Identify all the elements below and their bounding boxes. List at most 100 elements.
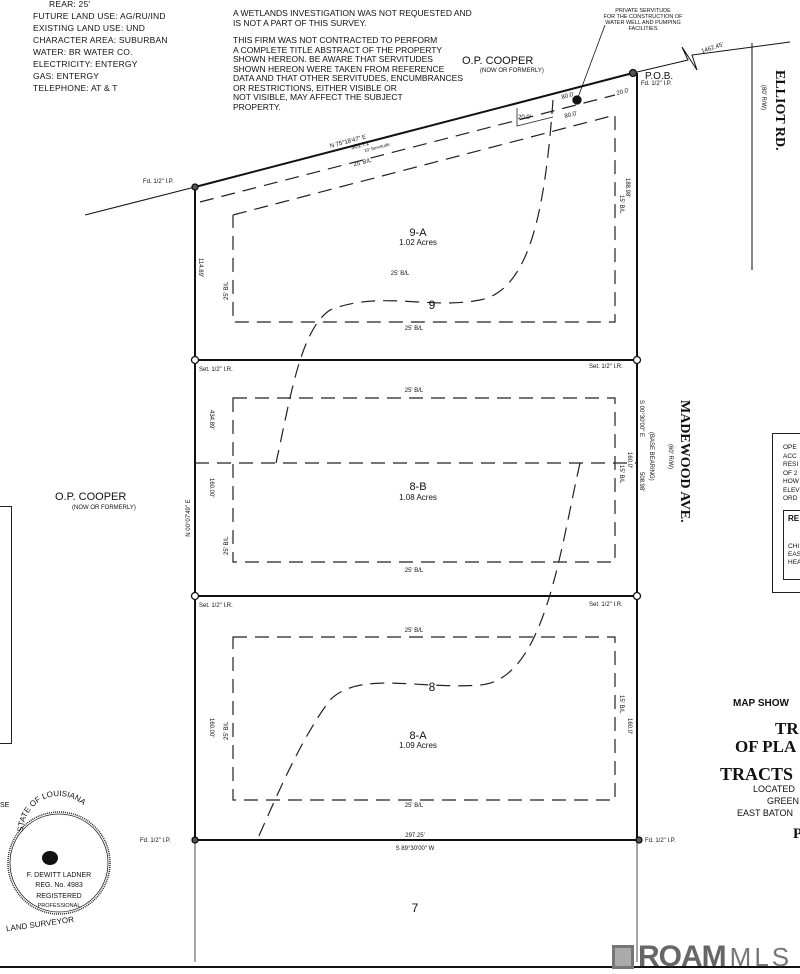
servitude-8-line — [257, 462, 581, 839]
neighbor-left-sub: (NOW OR FORMERLY) — [72, 505, 136, 511]
roam-logo-icon — [612, 945, 634, 969]
pin-label: Set. 1/2" I.R. — [199, 603, 233, 609]
tract-9a-area: 1.02 Acres — [399, 238, 437, 247]
servitude-9-label: 9 — [429, 298, 436, 312]
set-pin-icon — [632, 591, 642, 601]
road-madewood: MADEWOOD AVE. — [677, 400, 692, 523]
servitude-8-label: 8 — [429, 680, 436, 694]
pob-pin-icon — [628, 68, 638, 78]
building-line-label: 25' B/L — [353, 158, 373, 169]
dashed-lines — [195, 94, 637, 839]
distance-label: 80.0' — [564, 111, 578, 120]
note-line: PROPERTY. — [233, 101, 281, 112]
note-line: FACILITIES — [628, 26, 657, 32]
inset-line: OF 2 — [783, 469, 798, 477]
note-line: A WETLANDS INVESTIGATION WAS NOT REQUEST… — [233, 8, 472, 18]
building-line-label: 25' B/L — [405, 628, 424, 634]
pin-label: Fd. 1/2" I.P. — [143, 179, 174, 185]
inset-line: ACC — [783, 452, 797, 460]
seal-name: F. DEWITT LADNER — [27, 872, 91, 879]
pin-label: Fd. 1/2" I.P. — [645, 838, 676, 844]
neighbor-top-sub: (NOW OR FORMERLY) — [480, 68, 544, 74]
building-line-label: 25' B/L — [224, 536, 230, 555]
gas: GAS: ENTERGY — [33, 71, 100, 81]
neighbor-left: O.P. COOPER — [55, 491, 126, 503]
road-madewood-rw: (60' R/W) — [667, 444, 673, 469]
building-line-8a — [232, 636, 616, 801]
title-line: OF PLA — [735, 737, 797, 756]
building-line-label: 25' B/L — [405, 803, 424, 809]
road-elliot: ELLIOT RD. — [772, 70, 787, 151]
note-line: WATER WELL AND PUMPING — [605, 20, 681, 26]
logo-mls: MLS — [729, 941, 793, 972]
distance-label: 160.0' — [626, 452, 632, 468]
distance-label: 20.0' — [518, 115, 531, 121]
water: WATER: BR WATER CO. — [33, 47, 133, 57]
building-line-label: 15' B/L — [618, 195, 624, 214]
building-line-label: 25' B/L — [405, 388, 424, 394]
pob-label: P.O.B. — [645, 71, 673, 82]
neighbor-top: O.P. COOPER — [462, 55, 533, 67]
servitude-note: PRIVATE SERVITUDE FOR THE CONSTRUCTION O… — [603, 8, 683, 32]
pins — [190, 24, 643, 844]
note-line: SHOWN HEREON. BE AWARE THAT SERVITUDES — [233, 54, 433, 64]
title-line: TR — [775, 719, 799, 738]
building-line-label: 25' B/L — [391, 271, 410, 277]
break-line — [632, 41, 791, 74]
distance-label: 160.0' — [626, 718, 632, 734]
distance-label: 20.0' — [616, 88, 630, 97]
existing-land-use: EXISTING LAND USE: UND — [33, 23, 146, 33]
note-line: THIS FIRM WAS NOT CONTRACTED TO PERFORM — [233, 35, 438, 45]
building-line-label: 15' B/L — [618, 695, 624, 714]
note-line: FOR THE CONSTRUCTION OF — [603, 14, 683, 20]
inset-line: EAS — [788, 551, 800, 558]
tract-8b-name: 8-B — [409, 481, 426, 493]
note-line: NOT VISIBLE, MAY AFFECT THE SUBJECT — [233, 92, 403, 102]
distance-label: 1462.45' — [701, 42, 725, 55]
pin-label: Fd. 1/2" I.P. — [140, 838, 171, 844]
building-line-label: 25' B/L — [224, 721, 230, 740]
set-pin-icon — [190, 591, 200, 601]
inset-line: HEA — [788, 559, 800, 566]
title-line: EAST BATON — [737, 808, 793, 818]
servitude-10-line — [199, 94, 616, 203]
tract-8b-area: 1.08 Acres — [399, 493, 437, 502]
roam-mls-logo: ROAM MLS — [612, 940, 792, 974]
servitude-9-line — [275, 99, 554, 464]
seal-professional: PROFESSIONAL — [38, 903, 81, 909]
base-bearing-label: (BASE BEARING) — [648, 432, 654, 481]
inset-line: ELEV — [783, 486, 800, 494]
title-block: MAP SHOW TR OF PLA TRACTS LOCATED GREEN … — [0, 698, 800, 842]
notes-inset-box: OPE ACC RESI OF 2 HOW ELEV ORD RE CHI EA… — [772, 433, 800, 593]
distance-label: 160.00' — [208, 718, 214, 738]
left-fragment: SE — [0, 802, 10, 809]
pin-label: Set. 1/2" I.R. — [199, 367, 233, 373]
note-line: PRIVATE SERVITUDE — [615, 8, 671, 14]
building-line-labels: 25' B/L 25' B/L 25' B/L 25' B/L 25' B/L … — [224, 195, 624, 809]
inset-line: ORD — [783, 495, 798, 502]
building-line-label: 25' B/L — [405, 326, 424, 332]
distance-label: 188.98' — [624, 178, 630, 198]
lot-7-label: 7 — [412, 901, 419, 915]
distance-label: 80.0' — [561, 92, 575, 101]
road-elliot-rw: (80' R/W) — [760, 85, 766, 110]
future-land-use: FUTURE LAND USE: AG/RU/IND — [33, 11, 166, 21]
distance-label: 508.98' — [638, 472, 644, 492]
north-boundary — [194, 72, 634, 188]
building-line-9a — [232, 114, 616, 323]
inset-line: HOW — [783, 478, 799, 485]
pin-label: Set. 1/2" I.R. — [589, 602, 623, 608]
pin-label: Fd. 1/2" I.P. — [641, 81, 672, 87]
distance-label: 301.71' — [350, 141, 370, 152]
title-map-showing: MAP SHOW — [733, 698, 789, 709]
left-legend-box — [0, 506, 12, 744]
note-line: A COMPLETE TITLE ABSTRACT OF THE PROPERT… — [233, 44, 443, 55]
note-line: DATA AND THAT OTHER SERVITUDES, ENCUMBRA… — [233, 73, 464, 83]
found-pin-icon — [191, 836, 199, 844]
pin-label: Set. 1/2" I.R. — [589, 364, 623, 370]
servitude-label: 10' Servitude — [364, 142, 391, 154]
pelican-emblem-icon — [42, 851, 58, 865]
tract-9a-name: 9-A — [409, 227, 427, 239]
title-line: P — [793, 826, 800, 842]
